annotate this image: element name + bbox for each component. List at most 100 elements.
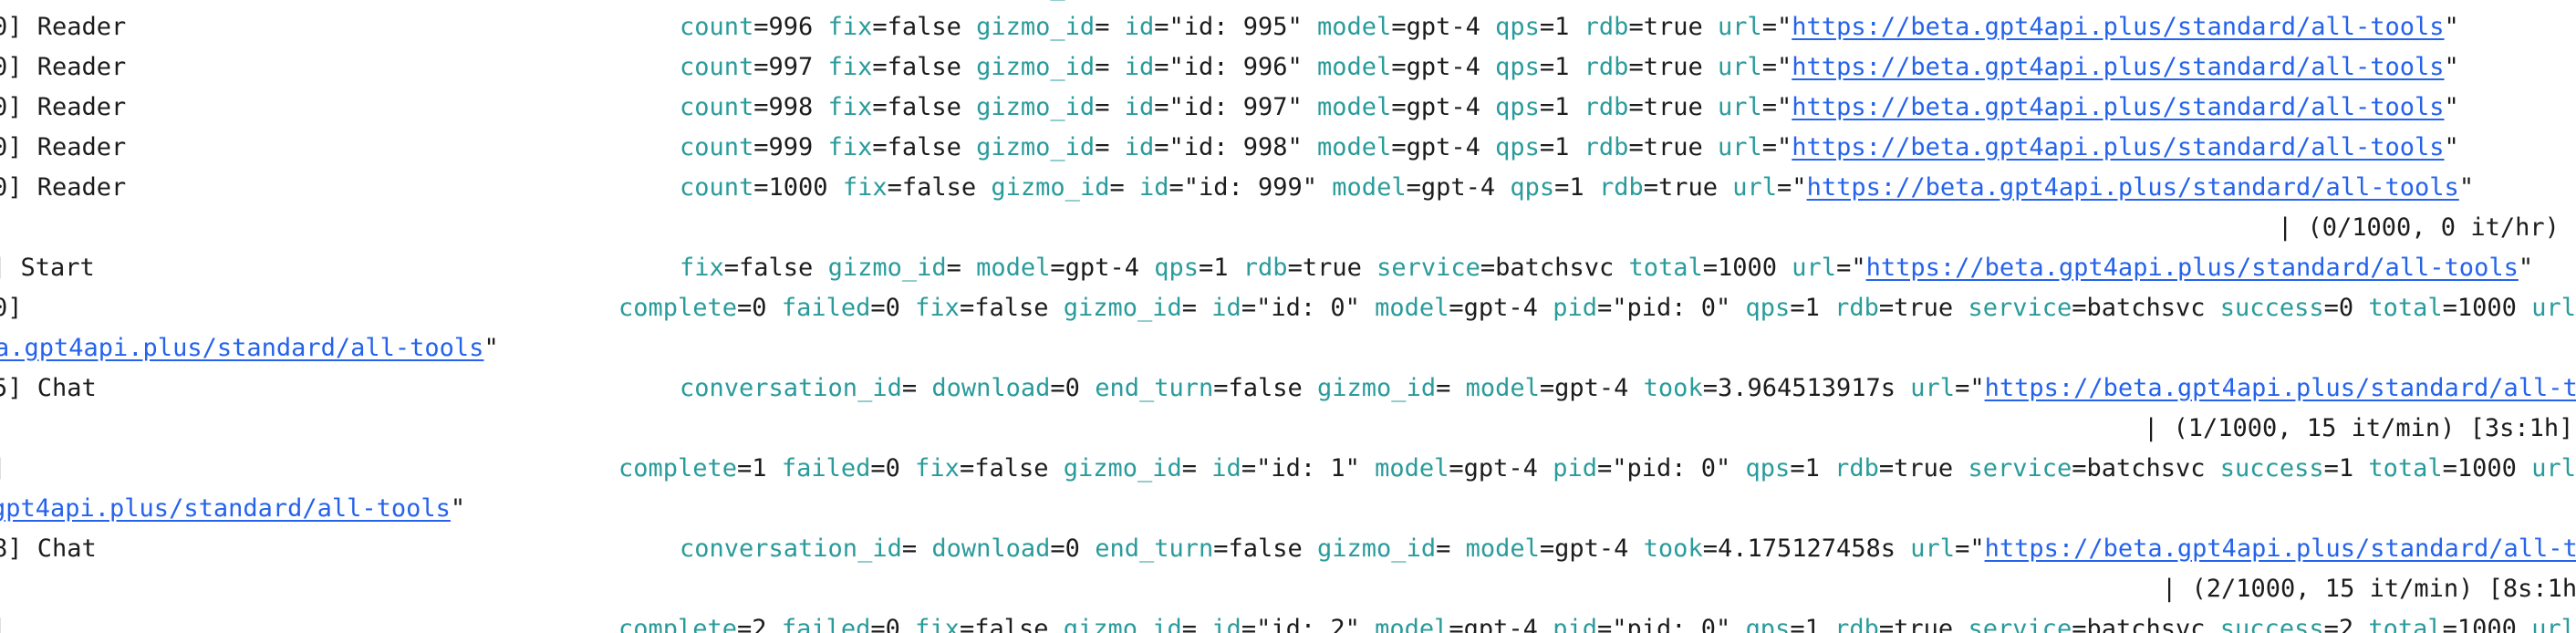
log-text: ="pid: 0" (1596, 615, 1746, 633)
log-key: qps (1745, 615, 1791, 633)
url-link[interactable]: https://beta.gpt4api.plus/standard/all-t… (1984, 374, 2576, 402)
log-key: model (1465, 534, 1540, 563)
log-key: model (1317, 53, 1392, 81)
log-key: rdb (1598, 173, 1644, 202)
log-text: =1 (1539, 13, 1584, 41)
log-segment: count=999 fix=false gizmo_id= id="id: 99… (680, 128, 2459, 168)
url-link[interactable]: https://beta.gpt4api.plus/standard/all-t… (1792, 93, 2445, 121)
log-text: = (1095, 93, 1125, 121)
url-link[interactable]: https://beta.gpt4api.plus/standard/all-t… (1792, 0, 2444, 1)
log-text: =false (872, 13, 977, 41)
log-text: =1000 (753, 173, 843, 202)
log-text: =false (959, 294, 1064, 322)
log-key: rdb (1834, 454, 1879, 483)
log-text: =true (1628, 93, 1718, 121)
log-text: =true (1628, 13, 1718, 41)
log-key: failed (781, 294, 871, 322)
log-key: id (1124, 93, 1155, 121)
log-key: url (1718, 53, 1762, 81)
url-link[interactable]: https://beta.gpt4api.plus/standard/all-t… (1792, 133, 2445, 161)
log-text: " (2445, 0, 2459, 1)
log-text: = (1095, 53, 1125, 81)
log-text: 0] Reader (0, 133, 127, 161)
log-segment: ] Start (0, 248, 95, 288)
log-line: count=995 fix=false gizmo_id= id="id: 99… (0, 0, 2576, 7)
log-key: fix (915, 454, 960, 483)
log-key: count (680, 13, 754, 41)
log-key: url (1718, 133, 1762, 161)
url-link[interactable]: https://beta.gpt4api.plus/standard/all-t… (1792, 13, 2445, 41)
log-key: model (1317, 13, 1392, 41)
log-text: " (483, 334, 499, 362)
log-key: qps (1495, 133, 1540, 161)
log-text: = (1181, 454, 1212, 483)
log-text: =false (723, 254, 828, 282)
url-link[interactable]: https://beta.gpt4api.plus/standard/all-t… (1865, 254, 2519, 282)
log-key: id (1211, 294, 1241, 322)
log-text: =3.964513917s (1702, 374, 1911, 402)
log-text: =true (1628, 53, 1718, 81)
log-line: | (0/1000, 0 it/hr) [0m (0, 208, 2576, 248)
log-line: gpt4api.plus/standard/all-tools" (0, 489, 2576, 529)
log-key: complete (618, 454, 738, 483)
log-key: rdb (1834, 294, 1879, 322)
log-text: " (2458, 173, 2475, 202)
log-key: qps (1495, 13, 1540, 41)
log-key: gizmo_id (976, 53, 1096, 81)
log-segment: 8] Chat (0, 529, 97, 569)
log-text: ="pid: 0" (1596, 294, 1746, 322)
log-text: =false (872, 0, 976, 1)
log-text: =gpt-4 (1050, 254, 1155, 282)
log-text: =998 (753, 93, 828, 121)
log-text: =1 (737, 454, 782, 483)
log-segment: ] (0, 609, 5, 633)
url-link[interactable]: a.gpt4api.plus/standard/all-tools (0, 334, 484, 362)
log-key: gizmo_id (991, 173, 1110, 202)
log-key: fix (842, 173, 888, 202)
log-key: url (1910, 534, 1956, 563)
log-key: count (680, 53, 754, 81)
log-text: ="id: 2" (1241, 615, 1376, 633)
log-key: gizmo_id (1317, 374, 1437, 402)
url-link[interactable]: https://beta.gpt4api.plus/standard/all-t… (1806, 173, 2459, 202)
log-key: pid (1553, 454, 1597, 483)
log-segment: | (0/1000, 0 it/hr) [0m (2278, 208, 2576, 248)
log-key: gizmo_id (976, 0, 1095, 1)
log-key: fix (827, 133, 873, 161)
log-segment: 0] Reader (0, 47, 126, 88)
url-link[interactable]: gpt4api.plus/standard/all-tools (0, 494, 451, 523)
log-key: gizmo_id (976, 133, 1096, 161)
log-key: count (680, 0, 753, 1)
log-text: =gpt-4 (1539, 374, 1644, 402)
log-key: total (2368, 454, 2443, 483)
log-text: = (1095, 13, 1125, 41)
log-key: gizmo_id (1063, 454, 1182, 483)
log-text: =gpt-4 (1449, 294, 1553, 322)
log-key: end_turn (1095, 374, 1214, 402)
log-text: = (1095, 0, 1125, 1)
log-text: ] Start (0, 254, 95, 282)
log-segment: complete=0 failed=0 fix=false gizmo_id= … (618, 288, 2576, 328)
log-text: | (1/1000, 15 it/min) [3s:1h] (2144, 414, 2574, 442)
log-key: model (1375, 294, 1449, 322)
log-text: =false (872, 133, 977, 161)
url-link[interactable]: https://beta.gpt4api.plus/standard/all-t… (1984, 534, 2576, 563)
log-text: =gpt-4 (1449, 454, 1553, 483)
log-key: fix (827, 53, 873, 81)
log-key: model (1332, 173, 1407, 202)
log-segment: count=995 fix=false gizmo_id= id="id: 99… (680, 0, 2459, 7)
log-text: = (946, 254, 977, 282)
log-line: a.gpt4api.plus/standard/all-tools" (0, 328, 2576, 368)
url-link[interactable]: https://beta.gpt4api.plus/standard/all-t… (1792, 53, 2445, 81)
log-text: = (901, 534, 932, 563)
log-text: =0 (870, 294, 916, 322)
log-key: pid (1553, 294, 1597, 322)
log-key: success (2219, 454, 2324, 483)
log-text: =true (1878, 454, 1968, 483)
log-segment: | (1/1000, 15 it/min) [3s:1h] (2144, 409, 2573, 449)
log-key: download (931, 374, 1051, 402)
log-key: count (680, 173, 754, 202)
